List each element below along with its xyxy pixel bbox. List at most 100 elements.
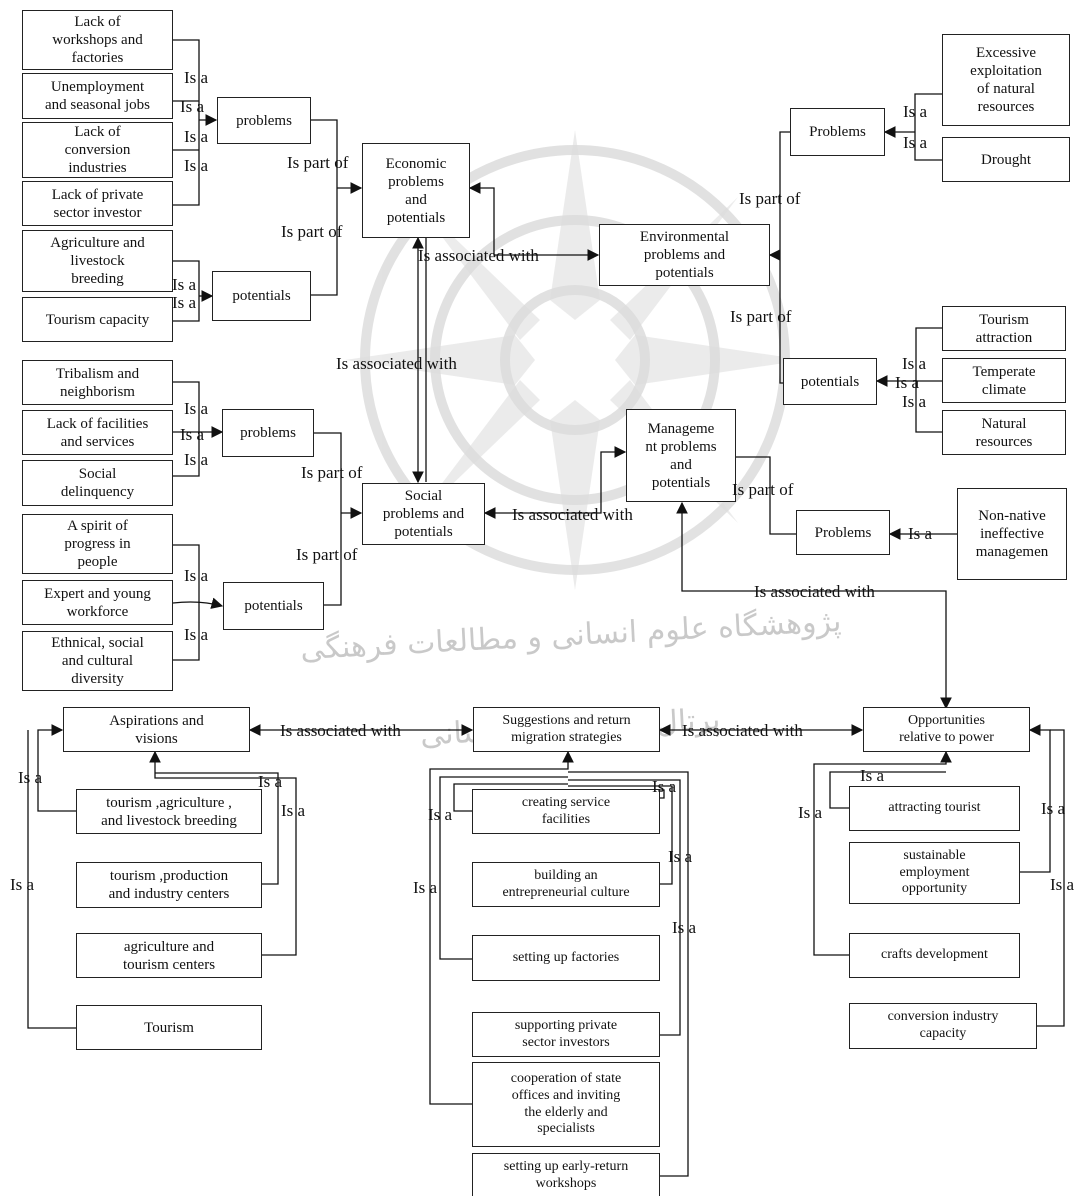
node-social-delinquency: Social delinquency <box>22 460 173 506</box>
node-drought: Drought <box>942 137 1070 182</box>
node-spirit-of-progress: A spirit of progress in people <box>22 514 173 574</box>
node-sug-entrepreneurial: building an entrepreneurial culture <box>472 862 660 907</box>
label-is-a: Is a <box>428 805 453 824</box>
node-environmental: Environmental problems and potentials <box>599 224 770 286</box>
node-asp-tourism-production: tourism ,production and industry centers <box>76 862 262 908</box>
node-aspirations: Aspirations and visions <box>63 707 250 752</box>
edge-sug-4 <box>568 779 681 1036</box>
edge-asp-3 <box>149 750 297 956</box>
node-unemployment: Unemployment and seasonal jobs <box>22 73 173 119</box>
node-social: Social problems and potentials <box>362 483 485 545</box>
env-part-of-bracket <box>779 131 790 384</box>
edge-soc-potentials-in <box>172 597 224 609</box>
label-is-a: Is a <box>184 566 209 585</box>
label-is-a: Is a <box>184 156 209 175</box>
node-lack-of-facilities: Lack of facilities and services <box>22 410 173 455</box>
label-is-part-of: Is part of <box>296 545 358 564</box>
label-is-a: Is a <box>895 373 920 392</box>
label-is-a: Is a <box>18 768 43 787</box>
label-is-a: Is a <box>908 524 933 543</box>
node-sug-creating-service: creating service facilities <box>472 789 660 834</box>
node-opp-conversion-capacity: conversion industry capacity <box>849 1003 1037 1049</box>
node-tourism-capacity: Tourism capacity <box>22 297 173 342</box>
node-temperate-climate: Temperate climate <box>942 358 1066 403</box>
label-is-a: Is a <box>902 392 927 411</box>
edge-sug-1 <box>453 783 568 812</box>
node-sug-factories: setting up factories <box>472 935 660 981</box>
node-opportunities: Opportunities relative to power <box>863 707 1030 752</box>
label-is-a: Is a <box>281 801 306 820</box>
node-lack-of-workshops: Lack of workshops and factories <box>22 10 173 70</box>
edge-social-mgmt <box>483 446 627 519</box>
soc-part-of-bracket <box>314 432 342 606</box>
node-opp-sustainable-employment: sustainable employment opportunity <box>849 842 1020 904</box>
label-is-a: Is a <box>180 97 205 116</box>
label-is-a: Is a <box>1050 875 1075 894</box>
label-is-a: Is a <box>184 68 209 87</box>
env-potentials-bracket <box>915 327 942 433</box>
node-expert-workforce: Expert and young workforce <box>22 580 173 625</box>
edge-opp-2 <box>1020 724 1051 873</box>
node-asp-tourism-agriculture: tourism ,agriculture , and livestock bre… <box>76 789 262 834</box>
node-natural-resources: Natural resources <box>942 410 1066 455</box>
label-is-a: Is a <box>902 354 927 373</box>
label-is-associated-with: Is associated with <box>280 721 401 740</box>
edge-sug-2 <box>568 785 673 885</box>
node-mgmt-problems: Problems <box>796 510 890 555</box>
econ-potentials-bracket <box>173 260 200 322</box>
label-is-a: Is a <box>184 127 209 146</box>
label-is-part-of: Is part of <box>730 307 792 326</box>
edge-asp-4 <box>27 730 76 1029</box>
label-is-part-of: Is part of <box>287 153 349 172</box>
label-is-associated-with: Is associated with <box>512 505 633 524</box>
node-env-problems: Problems <box>790 108 885 156</box>
label-is-a: Is a <box>413 878 438 897</box>
soc-problems-bracket <box>173 381 200 477</box>
node-opp-attracting-tourist: attracting tourist <box>849 786 1020 831</box>
node-sug-private-investors: supporting private sector investors <box>472 1012 660 1057</box>
label-is-associated-with: Is associated with <box>754 582 875 601</box>
node-economic: Economic problems and potentials <box>362 143 470 238</box>
node-asp-tourism: Tourism <box>76 1005 262 1050</box>
label-is-part-of: Is part of <box>732 480 794 499</box>
label-is-a: Is a <box>798 803 823 822</box>
label-is-a: Is a <box>903 102 928 121</box>
label-is-associated-with: Is associated with <box>336 354 457 373</box>
edge-asp-1 <box>37 724 76 812</box>
node-excessive-exploitation: Excessive exploitation of natural resour… <box>942 34 1070 126</box>
label-is-a: Is a <box>10 875 35 894</box>
econ-problems-bracket <box>173 39 200 206</box>
node-management: Manageme nt problems and potentials <box>626 409 736 502</box>
node-soc-problems: problems <box>222 409 314 457</box>
econ-part-of-bracket <box>311 119 338 296</box>
label-is-a: Is a <box>652 777 677 796</box>
edge-sug-3 <box>439 776 568 960</box>
node-soc-potentials: potentials <box>223 582 324 630</box>
label-is-a: Is a <box>668 847 693 866</box>
edge-opp-4 <box>1037 729 1065 1027</box>
node-agriculture-livestock: Agriculture and livestock breeding <box>22 230 173 292</box>
label-is-associated-with: Is associated with <box>682 721 803 740</box>
label-is-a: Is a <box>184 625 209 644</box>
node-asp-agriculture-tourism: agriculture and tourism centers <box>76 933 262 978</box>
label-is-a: Is a <box>903 133 928 152</box>
node-sug-cooperation: cooperation of state offices and invitin… <box>472 1062 660 1147</box>
label-is-part-of: Is part of <box>301 463 363 482</box>
node-econ-problems: problems <box>217 97 311 144</box>
edge-sug-6 <box>568 771 689 1177</box>
edge-sug-5 <box>429 750 574 1105</box>
label-is-a: Is a <box>860 766 885 785</box>
node-tourism-attraction: Tourism attraction <box>942 306 1066 351</box>
node-tribalism: Tribalism and neighborism <box>22 360 173 405</box>
node-sug-early-return: setting up early-return workshops <box>472 1153 660 1196</box>
node-env-potentials: potentials <box>783 358 877 405</box>
node-lack-of-private: Lack of private sector investor <box>22 181 173 226</box>
label-is-a: Is a <box>180 425 205 444</box>
label-is-a: Is a <box>672 918 697 937</box>
label-is-a: Is a <box>184 450 209 469</box>
label-is-part-of: Is part of <box>281 222 343 241</box>
label-is-a: Is a <box>172 275 197 294</box>
node-opp-crafts: crafts development <box>849 933 1020 978</box>
